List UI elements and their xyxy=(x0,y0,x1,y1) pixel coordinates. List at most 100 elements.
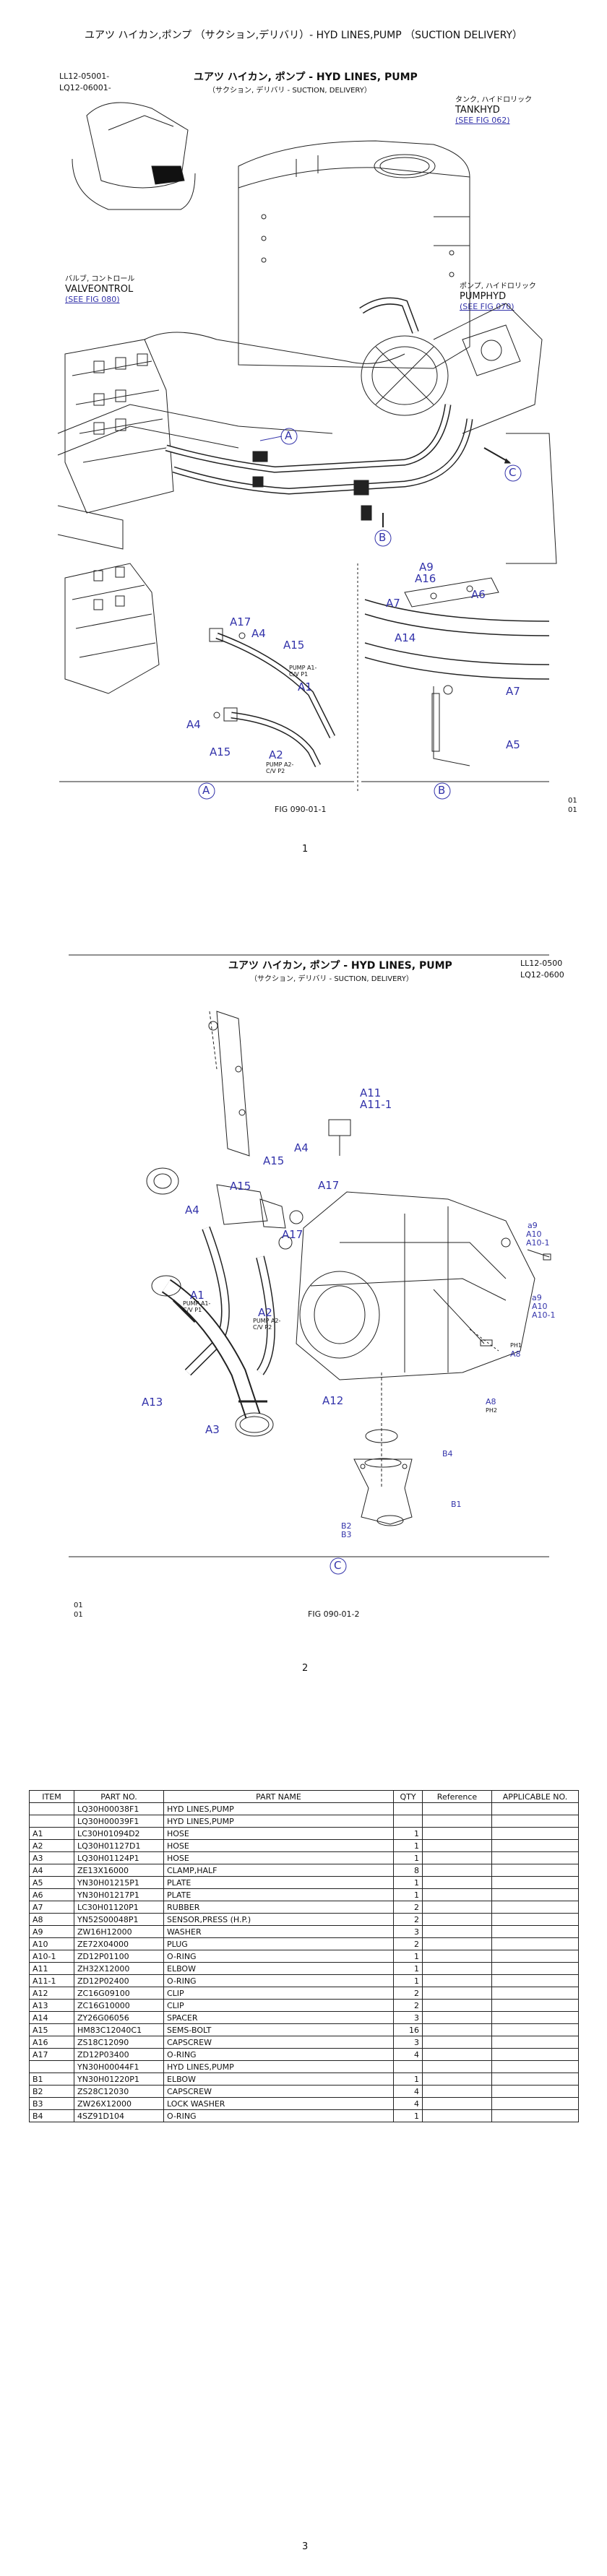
fig2-label-a12: A12 xyxy=(322,1394,344,1407)
cell-part-no: YN30H01215P1 xyxy=(74,1876,164,1889)
cell-reference xyxy=(422,2085,492,2098)
fig2-drawing xyxy=(69,1011,551,1575)
cell-applicable-no xyxy=(491,1839,579,1852)
cell-applicable-no xyxy=(491,1999,579,2012)
detail-b-label-a7: A7 xyxy=(386,597,400,610)
pump-en-label: PUMPHYD xyxy=(460,291,507,302)
tank-see-fig-link[interactable]: (SEE FIG 062) xyxy=(455,116,510,125)
cell-part-no: LQ30H01127D1 xyxy=(74,1839,164,1852)
cell-item: A9 xyxy=(29,1925,74,1938)
fig1-revision: 01 01 xyxy=(568,796,577,815)
cell-part-no: ZW26X12000 xyxy=(74,2097,164,2110)
fig2-label-a17b: A17 xyxy=(282,1228,304,1241)
fig2-label-a4: A4 xyxy=(294,1141,309,1154)
fig2-label-a10b: A10 xyxy=(532,1302,548,1311)
cell-part-no: ZH32X12000 xyxy=(74,1962,164,1975)
cell-item: A3 xyxy=(29,1851,74,1864)
cell-part-name: LOCK WASHER xyxy=(163,2097,394,2110)
cell-reference xyxy=(422,1827,492,1840)
valve-see-fig-link[interactable]: (SEE FIG 080) xyxy=(65,295,120,304)
fig2-label-a11-1: A11-1 xyxy=(360,1098,392,1111)
fig1-title: ユアツ ハイカン, ポンプ - HYD LINES, PUMP xyxy=(194,72,418,83)
cell-item: A17 xyxy=(29,2048,74,2061)
cell-part-name: CAPSCREW xyxy=(163,2036,394,2049)
detail-a-pump-a1: PUMP A1- C/V P1 xyxy=(289,665,317,678)
cell-part-name: CLAMP,HALF xyxy=(163,1864,394,1877)
detail-b-label-a5: A5 xyxy=(506,738,520,751)
cell-part-no: LC30H01120P1 xyxy=(74,1901,164,1914)
cell-part-name: O-RING xyxy=(163,1950,394,1963)
fig1-code-1: LL12-05001- xyxy=(59,72,110,81)
detail-a-label-a2: A2 xyxy=(269,748,283,761)
fig2-label-a2: A2 xyxy=(258,1306,272,1319)
cell-reference xyxy=(422,1913,492,1926)
cell-qty: 4 xyxy=(393,2085,423,2098)
cell-item: B4 xyxy=(29,2109,74,2122)
tank-en-label: TANKHYD xyxy=(455,105,500,116)
cell-part-name: ELBOW xyxy=(163,1962,394,1975)
cell-reference xyxy=(422,2011,492,2024)
cell-item: A13 xyxy=(29,1999,74,2012)
fig2-label-a1: A1 xyxy=(190,1289,205,1302)
fig2-label-b4: B4 xyxy=(442,1449,453,1458)
fig2-label-a9b: a9 xyxy=(532,1293,542,1302)
cell-applicable-no xyxy=(491,1937,579,1950)
cell-part-no: ZD12P03400 xyxy=(74,2048,164,2061)
cell-part-name: HOSE xyxy=(163,1827,394,1840)
detail-a-label-a17: A17 xyxy=(230,615,251,628)
cell-item: A6 xyxy=(29,1888,74,1901)
fig2-title: ユアツ ハイカン, ポンプ - HYD LINES, PUMP xyxy=(228,960,452,972)
detail-b-label-a16: A16 xyxy=(415,572,436,585)
fig2-label-a8b: A8 xyxy=(486,1397,496,1406)
fig2-marker-c: C xyxy=(334,1559,342,1572)
cell-part-name: ELBOW xyxy=(163,2073,394,2086)
detail-a-label-a1: A1 xyxy=(298,680,312,693)
cell-applicable-no xyxy=(491,1987,579,2000)
cell-part-no: ZD12P01100 xyxy=(74,1950,164,1963)
page-header: ユアツ ハイカン,ポンプ （サクション,デリバリ）- HYD LINES,PUM… xyxy=(84,30,523,41)
fig2-label-a9: a9 xyxy=(528,1221,538,1230)
cell-qty: 1 xyxy=(393,1974,423,1987)
tank-jp-label: タンク, ハイドロリック xyxy=(455,96,533,104)
pump-see-fig-link[interactable]: (SEE FIG 070) xyxy=(460,302,515,311)
cell-part-no: HM83C12040C1 xyxy=(74,2023,164,2036)
cell-part-no: YN30H01220P1 xyxy=(74,2073,164,2086)
cell-item: A15 xyxy=(29,2023,74,2036)
fig2-label-a15b: A15 xyxy=(230,1180,251,1193)
fig2-ph1: PH1 xyxy=(510,1342,522,1349)
detail-b-label-a9: A9 xyxy=(419,561,434,574)
col-item: ITEM xyxy=(29,1790,74,1803)
cell-qty xyxy=(393,2060,423,2073)
cell-part-no: LQ30H00038F1 xyxy=(74,1802,164,1815)
cell-qty: 1 xyxy=(393,1888,423,1901)
cell-applicable-no xyxy=(491,1802,579,1815)
cell-part-no: ZW16H12000 xyxy=(74,1925,164,1938)
fig1-model-codes: LL12-05001- LQ12-06001- xyxy=(59,71,111,94)
fig2-rev-1: 01 xyxy=(74,1602,83,1609)
cell-item: A14 xyxy=(29,2011,74,2024)
fig1-pump-ref: ポンプ, ハイドロリック PUMPHYD (SEE FIG 070) xyxy=(460,282,536,312)
cell-qty: 1 xyxy=(393,2073,423,2086)
cell-item xyxy=(29,1802,74,1815)
fig2-model-codes: LL12-0500 LQ12-0600 xyxy=(520,958,564,981)
cell-qty: 2 xyxy=(393,1901,423,1914)
cell-part-no: ZC16G09100 xyxy=(74,1987,164,2000)
cell-qty: 1 xyxy=(393,1876,423,1889)
fig2-pump-a1: PUMP A1- C/V P1 xyxy=(183,1300,211,1313)
cell-part-name: O-RING xyxy=(163,2109,394,2122)
cell-applicable-no xyxy=(491,2085,579,2098)
cell-qty: 1 xyxy=(393,1827,423,1840)
valve-en-label: VALVEONTROL xyxy=(65,284,134,295)
cell-applicable-no xyxy=(491,2073,579,2086)
cell-part-no: ZE13X16000 xyxy=(74,1864,164,1877)
